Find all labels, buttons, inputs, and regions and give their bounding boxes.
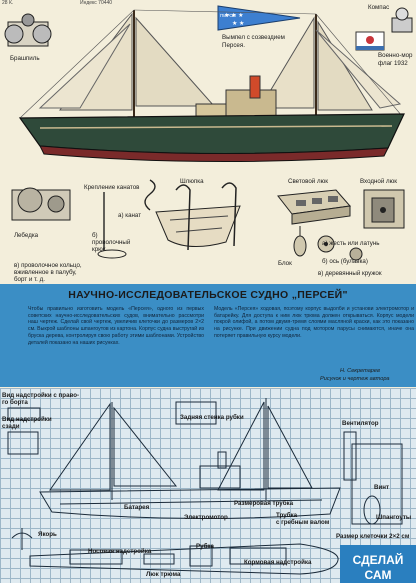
article-credit: Рисунок и чертеж автора: [320, 376, 390, 382]
label-wood-disc: в) деревянный кружок: [318, 270, 382, 277]
index-number: Индекс 70440: [80, 0, 113, 6]
rope-fastening-drawing: [97, 179, 156, 259]
badge-line-2: САМ: [364, 568, 392, 582]
label-propeller: Винт: [374, 484, 390, 491]
label-tin: а) жесть или латунь: [322, 240, 380, 247]
label-wire-hook-2: проволочный: [92, 239, 131, 246]
label-rope-fastening: Крепление канатов: [84, 184, 140, 191]
diy-badge: СДЕЛАЙ САМ: [340, 545, 416, 583]
blueprint-drawing: [7, 398, 403, 575]
article-author: Н. Секретарев: [340, 368, 380, 374]
label-naval-flag-1: Военно-мор: [378, 52, 413, 59]
compass-drawing: [391, 7, 413, 33]
label-stern-superstructure: Кормовая надстройка: [244, 559, 312, 566]
label-lifeboat: Шлюпка: [180, 178, 204, 185]
top-illustration: ★ ★ ★ ★ ★ ПИРОЛ: [4, 5, 413, 261]
article-banner: [0, 284, 416, 387]
hatch-drawing: [363, 189, 405, 229]
label-block: Блок: [278, 260, 292, 267]
label-windlass: Брашпиль: [10, 55, 40, 62]
label-hold-hatch: Люк трюма: [146, 571, 181, 578]
label-view-back-1: Вид надстройки: [2, 416, 52, 423]
page-number: 28 К.: [2, 0, 14, 6]
ship-drawing: [18, 9, 405, 163]
label-rear-wall: Задняя стенка рубки: [180, 414, 244, 421]
label-wire-hook-3: крюк: [92, 246, 106, 253]
article-column-1: Чтобы правильно изготовить модель «Персе…: [28, 306, 204, 346]
label-hatch: Входной люк: [360, 178, 397, 185]
label-view-right-1: Вид надстройки с право-: [2, 392, 80, 399]
label-view-right-2: го борта: [2, 399, 28, 406]
label-tube-1: Трубка: [276, 512, 298, 519]
label-ring-1: в) проволочное кольцо,: [14, 262, 82, 269]
label-scale-tube: Размеровая трубка: [234, 500, 294, 507]
label-ventilator: Вентилятор: [342, 420, 379, 427]
label-axis: б) ось (булавка): [322, 258, 368, 265]
label-ring-2: вживленное в палубу,: [14, 269, 77, 276]
label-rope-a: а) канат: [118, 212, 142, 219]
label-winch: Лебедка: [14, 232, 39, 239]
label-skylight: Световой люк: [288, 178, 328, 185]
label-cell-size: Размер клеточки 2×2 см: [336, 533, 410, 540]
article-title: НАУЧНО-ИССЛЕДОВАТЕЛЬСКОЕ СУДНО „ПЕРСЕЙ": [68, 289, 348, 301]
label-wheelhouse: Рубка: [196, 543, 214, 550]
badge-line-1: СДЕЛАЙ: [352, 553, 404, 567]
svg-text:★ ★: ★ ★: [232, 20, 244, 27]
label-pennant-2: Персея.: [222, 42, 245, 49]
label-tube-2: с гребным валом: [276, 519, 330, 526]
winch-drawing: [11, 187, 71, 221]
label-pennant-1: Вымпел с созвездием: [222, 34, 285, 41]
article-column-2: Модель «Персея» ходовая, поэтому корпус …: [214, 306, 414, 339]
label-anchor: Якорь: [38, 531, 57, 538]
label-ring-3: борт и т. д.: [14, 276, 45, 283]
pennant-drawing: ★ ★ ★ ★ ★: [217, 5, 301, 31]
skylight-drawing: [277, 189, 351, 225]
naval-flag-drawing: [355, 31, 385, 51]
label-frames: Шпангоуты: [376, 514, 412, 521]
pennant-text: ПИРОЛ: [220, 13, 236, 18]
label-bow-superstructure: Носовая надстройка: [88, 548, 152, 555]
label-naval-flag-2: флаг 1932: [378, 60, 408, 67]
block-drawing: [293, 226, 363, 261]
page-header: 28 К. Индекс 70440: [0, 0, 416, 6]
label-view-back-2: сзади: [2, 423, 20, 430]
label-motor: Электромотор: [184, 514, 228, 521]
lifeboat-drawing: [155, 182, 241, 251]
svg-text:★ ★ ★: ★ ★ ★: [224, 12, 243, 19]
label-battery: Батарея: [124, 504, 150, 511]
windlass-drawing: [4, 13, 52, 47]
label-wire-hook-1: б): [92, 232, 98, 239]
label-compass: Компас: [368, 4, 390, 11]
